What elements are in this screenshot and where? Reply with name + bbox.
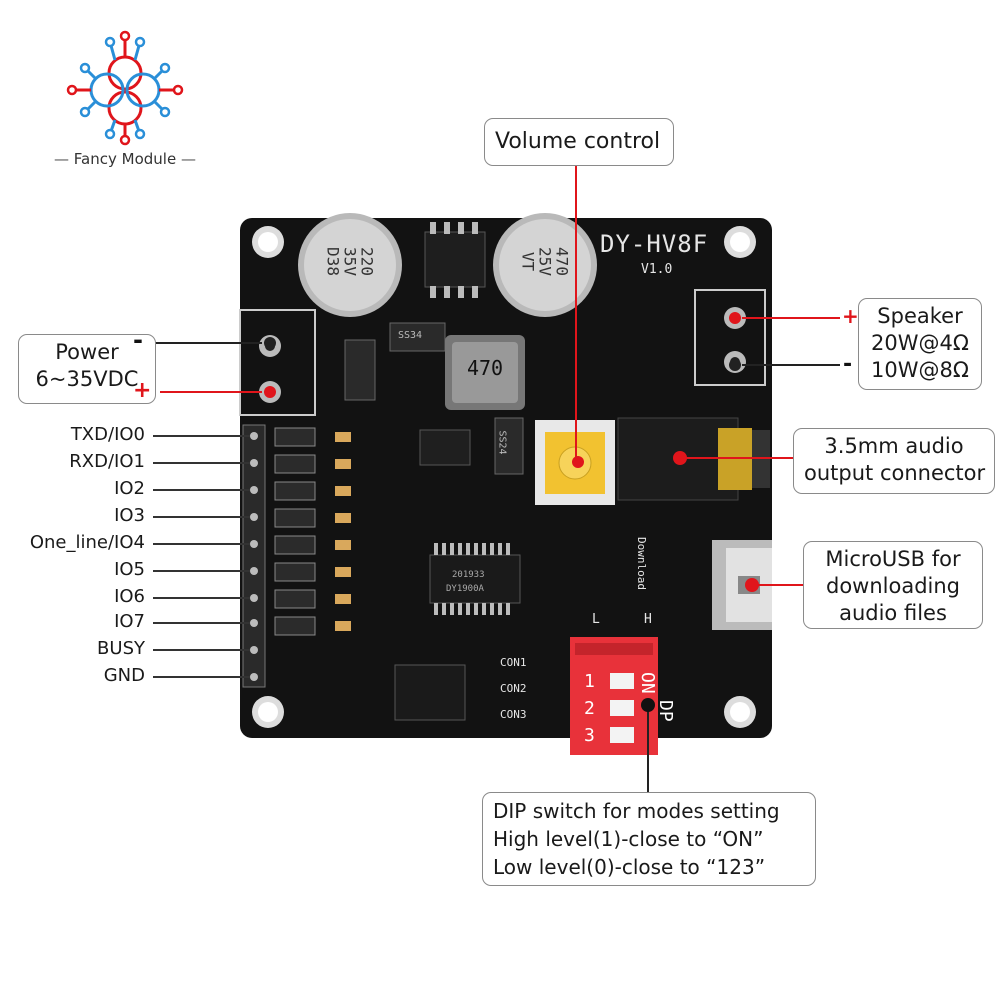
header-pins — [250, 432, 258, 681]
board-model: DY-HV8F — [600, 230, 709, 258]
pin-label-io3: IO3 — [114, 505, 145, 526]
board-version: V1.0 — [641, 262, 673, 277]
pin-label-txd-io0: TXD/IO0 — [70, 424, 145, 445]
pin-label-one-line-io4: One_line/IO4 — [29, 532, 145, 553]
chip-label: DY1900A — [446, 584, 484, 594]
download-label: Download — [635, 537, 648, 590]
volume-control-callout: Volume control — [484, 118, 674, 166]
speaker-callout: Speaker 20W@4Ω 10W@8Ω — [858, 298, 982, 390]
chip-code: 201933 — [452, 570, 485, 580]
brand-logo — [60, 28, 190, 148]
dip-switch-levers — [610, 673, 634, 743]
circuit-logo-icon — [66, 30, 184, 146]
microusb-callout: MicroUSB for downloading audio files — [803, 541, 983, 629]
audio-output-callout: 3.5mm audio output connector — [793, 428, 995, 494]
dip-on-label: ON — [637, 672, 658, 694]
power-callout: Power 6~35VDC — [18, 334, 156, 404]
pin-label-io7: IO7 — [114, 611, 145, 632]
power-minus-sign: - — [133, 326, 143, 354]
capacitor-right — [493, 213, 597, 317]
pin-label-io6: IO6 — [114, 586, 145, 607]
power-plus-sign: + — [133, 378, 152, 403]
dip-switch-callout: DIP switch for modes setting High level(… — [482, 792, 816, 886]
diode-a-label: SS34 — [398, 330, 423, 341]
capacitor-left — [298, 213, 402, 317]
pin-leader-lines — [153, 435, 250, 678]
pin-label-gnd: GND — [103, 665, 145, 686]
inductor-label: 470 — [466, 356, 504, 380]
chip-pins — [434, 543, 510, 615]
pointer-dots — [264, 312, 759, 712]
brand-name: — Fancy Module — — [54, 150, 196, 168]
diode-b-label: SS24 — [496, 430, 508, 455]
pin-label-rxd-io1: RXD/IO1 — [69, 451, 145, 472]
mounting-holes — [252, 226, 756, 728]
speaker-minus-sign: - — [843, 352, 853, 377]
dip-label-h: H — [644, 612, 652, 627]
pin-label-io5: IO5 — [114, 559, 145, 580]
pin-label-io2: IO2 — [114, 478, 145, 499]
pin-label-busy: BUSY — [97, 638, 145, 659]
dip-label-l: L — [592, 612, 600, 627]
dip-dp-label: DP — [655, 700, 676, 722]
speaker-plus-sign: + — [842, 304, 859, 328]
